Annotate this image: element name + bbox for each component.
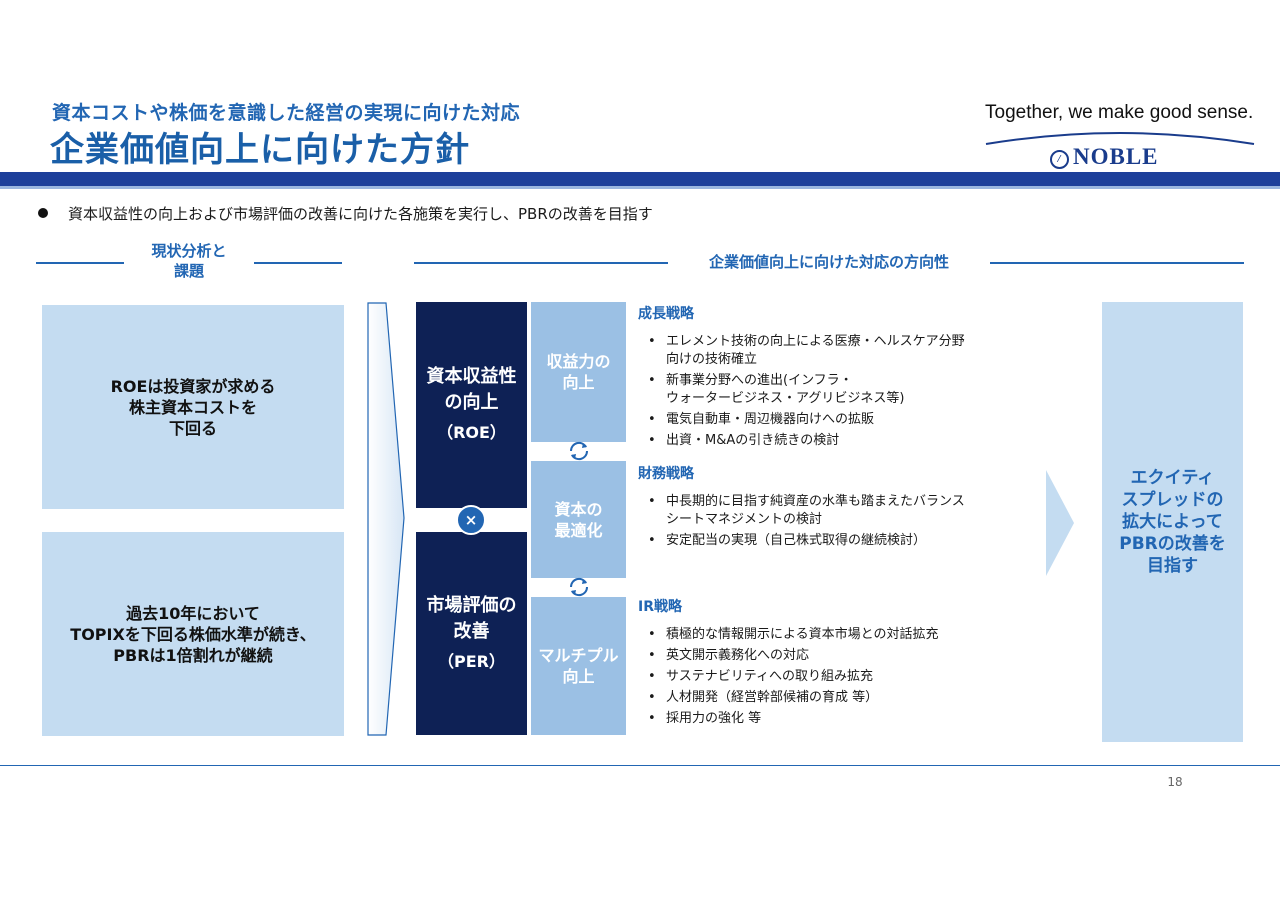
strategy-title: IR戦略 [638, 599, 682, 615]
summary-bullet: 資本収益性の向上および市場評価の改善に向けた各施策を実行し、PBRの改善を目指す [38, 203, 653, 224]
lever-capital-optimization: 資本の 最適化 [531, 461, 626, 578]
strategy-finance: 財務戦略 中長期的に目指す純資産の水準も踏まえたバランス シートマネジメントの検… [638, 463, 1038, 553]
pillar-per: 市場評価の 改善 （PER） [416, 532, 527, 735]
cycle-arrow-icon [569, 441, 589, 461]
issue-box-pbr: 過去10年において TOPIXを下回る株価水準が続き、 PBRは1倍割れが継続 [42, 532, 344, 736]
company-tagline: Together, we make good sense. [985, 102, 1254, 123]
strategy-item: 人材開発（経営幹部候補の育成 等） [638, 689, 1038, 707]
slide-title: 企業価値向上に向けた方針 [50, 130, 470, 170]
right-section-heading: 企業価値向上に向けた対応の方向性 [668, 252, 990, 272]
strategy-item: 英文開示義務化への対応 [638, 647, 1038, 665]
slide-subtitle: 資本コストや株価を意識した経営の実現に向けた対応 [52, 102, 521, 124]
multiply-icon: × [456, 505, 486, 535]
strategy-item: 新事業分野への進出(インフラ・ ウォータービジネス・アグリビジネス等) [638, 372, 1038, 408]
lever-profitability: 収益力の 向上 [531, 302, 626, 442]
strategy-item: 電気自動車・周辺機器向けへの拡販 [638, 411, 1038, 429]
strategy-growth: 成長戦略 エレメント技術の向上による医療・ヘルスケア分野 向けの技術確立 新事業… [638, 303, 1038, 453]
page-number: 18 [1167, 775, 1183, 789]
cycle-arrow-icon [569, 577, 589, 597]
strategy-ir: IR戦略 積極的な情報開示による資本市場との対話拡充 英文開示義務化への対応 サ… [638, 596, 1038, 731]
bracket-icon [367, 302, 405, 736]
strategy-list: 中長期的に目指す純資産の水準も踏まえたバランス シートマネジメントの検討 安定配… [638, 493, 1038, 550]
chevron-right-icon [1046, 470, 1074, 576]
strategy-item: サステナビリティへの取り組み拡充 [638, 668, 1038, 686]
strategy-item: エレメント技術の向上による医療・ヘルスケア分野 向けの技術確立 [638, 333, 1038, 369]
footer-rule [0, 765, 1280, 766]
pillar-per-sub: （PER） [438, 651, 505, 671]
lever-multiple: マルチプル 向上 [531, 597, 626, 735]
left-section-heading: 現状分析と 課題 [124, 241, 254, 281]
strategy-list: 積極的な情報開示による資本市場との対話拡充 英文開示義務化への対応 サステナビリ… [638, 626, 1038, 728]
issue-box-roe: ROEは投資家が求める 株主資本コストを 下回る [42, 305, 344, 509]
strategy-item: 安定配当の実現（自己株式取得の継続検討） [638, 532, 1038, 550]
pillar-roe-label: 資本収益性 の向上 [426, 366, 517, 413]
pillar-roe: 資本収益性 の向上 （ROE） [416, 302, 527, 508]
strategy-title: 成長戦略 [638, 306, 694, 322]
header-band [0, 172, 1280, 186]
noble-mark-icon: / [1050, 150, 1069, 169]
company-logo: /NOBLE [1050, 144, 1159, 170]
summary-text: 資本収益性の向上および市場評価の改善に向けた各施策を実行し、PBRの改善を目指す [68, 205, 653, 223]
strategy-item: 採用力の強化 等 [638, 710, 1038, 728]
strategy-item: 出資・M&Aの引き続きの検討 [638, 432, 1038, 450]
strategy-item: 中長期的に目指す純資産の水準も踏まえたバランス シートマネジメントの検討 [638, 493, 1038, 529]
logo-text: NOBLE [1073, 144, 1159, 169]
strategy-item: 積極的な情報開示による資本市場との対話拡充 [638, 626, 1038, 644]
pillar-roe-sub: （ROE） [437, 423, 506, 442]
goal-box: エクイティ スプレッドの 拡大によって PBRの改善を 目指す [1102, 302, 1243, 742]
header-band-accent [0, 186, 1280, 189]
strategy-list: エレメント技術の向上による医療・ヘルスケア分野 向けの技術確立 新事業分野への進… [638, 333, 1038, 450]
bullet-dot-icon [38, 208, 48, 218]
pillar-per-label: 市場評価の 改善 [426, 594, 517, 642]
strategy-title: 財務戦略 [638, 466, 694, 482]
logo-arc-icon [985, 132, 1255, 145]
